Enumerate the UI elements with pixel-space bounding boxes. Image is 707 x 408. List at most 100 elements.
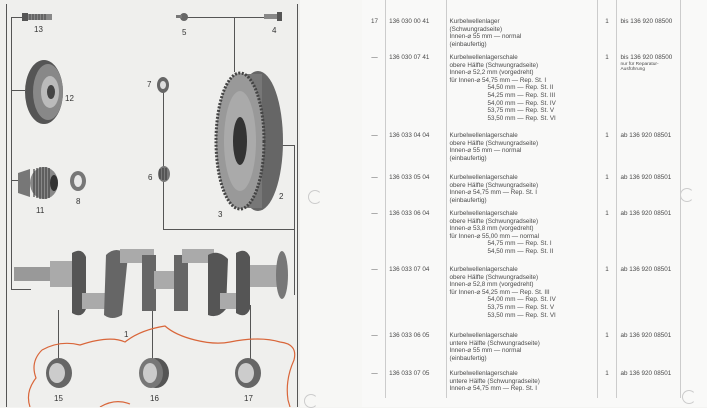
- qty-cell: 1: [596, 264, 617, 330]
- leader-line: [58, 310, 59, 360]
- parts-table: 17 136 030 00 41 Kurbelwellenlager (Schw…: [364, 0, 707, 398]
- extra-cell: [680, 0, 707, 52]
- remark-note: nur für Reparatur-Ausführung: [620, 61, 659, 73]
- pos-cell: 17: [371, 18, 379, 25]
- pulley-12-icon: [25, 60, 63, 124]
- binder-hole-icon: [682, 390, 696, 404]
- description-cell: Kurbelwellenlagerschale obere Hälfte (Sc…: [445, 130, 597, 172]
- table-row: — 136 030 07 41 Kurbelwellenlagerschale …: [364, 52, 707, 130]
- desc-line: Innen-⌀ 52,8 mm (vorgedreht): [449, 281, 534, 289]
- desc-line: Innen-⌀ 55 mm — normal: [449, 147, 522, 155]
- desc-line: für Innen-⌀ 55,00 mm — normal: [449, 232, 540, 240]
- part-number-cell: 136 033 06 04: [385, 208, 447, 264]
- desc-line: Kurbelwellenlagerschale: [449, 210, 518, 217]
- binder-hole-icon: [304, 394, 318, 408]
- callout-16: 16: [150, 394, 159, 403]
- desc-line: untere Hälfte (Schwungradseite): [449, 377, 540, 385]
- description-cell: Kurbelwellenlager (Schwungradseite) Inne…: [445, 0, 597, 52]
- binder-hole-icon: [680, 188, 694, 202]
- desc-line: (Schwungradseite): [449, 25, 503, 33]
- extra-cell: [680, 208, 707, 264]
- callout-6: 6: [148, 173, 153, 182]
- remark-text: ab 136 920 08501: [620, 132, 672, 139]
- desc-line: Innen-⌀ 55 mm — normal: [449, 33, 522, 41]
- pos-cell: —: [371, 332, 378, 339]
- desc-line: Kurbelwellenlager: [449, 18, 500, 25]
- qty-cell: 1: [596, 52, 617, 130]
- desc-line: Innen-⌀ 53,8 mm (vorgedreht): [449, 225, 534, 233]
- desc-line: (einbaufertig): [449, 154, 487, 162]
- leader-line: [294, 145, 295, 295]
- desc-line: Innen-⌀ 54,75 mm — Rep. St. I: [449, 385, 537, 393]
- pos-cell: —: [371, 54, 378, 61]
- pos-cell: —: [371, 132, 378, 139]
- leader-line: [11, 17, 12, 289]
- table-row: — 136 033 05 04 Kurbelwellenlagerschale …: [364, 172, 707, 208]
- leader-line: [163, 90, 164, 230]
- desc-line: untere Hälfte (Schwungradseite): [449, 339, 540, 347]
- callout-15: 15: [54, 394, 63, 403]
- callout-5: 5: [182, 28, 187, 37]
- callout-8: 8: [76, 197, 81, 206]
- gear-11-icon: [18, 167, 58, 199]
- freehand-annotation: [27, 325, 296, 407]
- extra-cell: [680, 330, 707, 368]
- callout-7: 7: [147, 80, 152, 89]
- qty-cell: 1: [596, 330, 617, 368]
- remark-cell: ab 136 920 08501: [616, 130, 681, 172]
- remark-text: ab 136 920 08501: [620, 370, 672, 377]
- pos-cell: —: [371, 370, 378, 377]
- needle-bearing-6-icon: [158, 166, 170, 182]
- qty-cell: 1: [596, 130, 617, 172]
- desc-line: Innen-⌀ 54,75 mm — Rep. St. I: [449, 189, 537, 197]
- qty-cell: 1: [596, 208, 617, 264]
- callout-17: 17: [244, 394, 253, 403]
- remark-cell: ab 136 920 08501: [616, 368, 681, 398]
- diagram-frame: [6, 4, 298, 407]
- crankshaft-icon: [14, 249, 288, 318]
- desc-line: Kurbelwellenlagerschale: [449, 332, 518, 339]
- binder-hole-icon: [308, 190, 322, 204]
- remark-cell: ab 136 920 08501: [616, 172, 681, 208]
- remark-text: bis 136 920 08500: [620, 18, 673, 25]
- remark-cell: ab 136 920 08501: [616, 208, 681, 264]
- desc-line: Kurbelwellenlagerschale: [449, 132, 518, 139]
- desc-line: Kurbelwellenlagerschale: [449, 174, 518, 181]
- desc-line: (einbaufertig): [449, 354, 487, 362]
- leader-line: [152, 305, 153, 360]
- desc-line: 54,25 mm — Rep. St. III: [487, 91, 556, 99]
- desc-line: 54,00 mm — Rep. St. IV: [487, 99, 556, 107]
- description-cell: Kurbelwellenlagerschale obere Hälfte (Sc…: [445, 52, 597, 130]
- bearing-15-icon: [46, 358, 72, 388]
- callout-3: 3: [218, 210, 223, 219]
- qty-cell: 1: [596, 172, 617, 208]
- lock-plate-5-icon: [176, 13, 188, 21]
- desc-line: 54,50 mm — Rep. St. II: [487, 84, 554, 92]
- desc-line: obere Hälfte (Schwungradseite): [449, 61, 539, 69]
- desc-line: obere Hälfte (Schwungradseite): [449, 139, 539, 147]
- desc-line: Innen-⌀ 55 mm — normal: [449, 347, 522, 355]
- callout-13: 13: [34, 25, 43, 34]
- pos-cell: —: [371, 266, 378, 273]
- description-cell: Kurbelwellenlagerschale untere Hälfte (S…: [445, 368, 597, 398]
- callout-4: 4: [272, 26, 277, 35]
- table-row: — 136 033 06 04 Kurbelwellenlagerschale …: [364, 208, 707, 264]
- desc-line: 54,00 mm — Rep. St. IV: [487, 296, 556, 304]
- remark-cell: bis 136 920 08500 nur für Reparatur-Ausf…: [616, 52, 681, 130]
- desc-line: obere Hälfte (Schwungradseite): [449, 273, 539, 281]
- callout-11: 11: [36, 206, 45, 215]
- flywheel-icon: [214, 71, 283, 211]
- remark-text: ab 136 920 08501: [620, 210, 672, 217]
- remark-text: ab 136 920 08501: [620, 332, 672, 339]
- remark-text: ab 136 920 08501: [620, 266, 672, 273]
- callout-12: 12: [65, 94, 74, 103]
- desc-line: (einbaufertig): [449, 196, 487, 204]
- part-number-cell: 136 033 04 04: [385, 130, 447, 172]
- desc-line: 54,75 mm — Rep. St. I: [487, 240, 552, 248]
- desc-line: 53,50 mm — Rep. St. VI: [487, 311, 556, 319]
- callout-1: 1: [124, 330, 129, 339]
- desc-line: 53,50 mm — Rep. St. VI: [487, 114, 556, 122]
- table-row: — 136 033 07 04 Kurbelwellenlagerschale …: [364, 264, 707, 330]
- exploded-parts-diagram: 13 5 4 12 7 6 11 8 2 3 1 15 16 17: [0, 0, 300, 407]
- bolt-13-icon: [22, 13, 52, 21]
